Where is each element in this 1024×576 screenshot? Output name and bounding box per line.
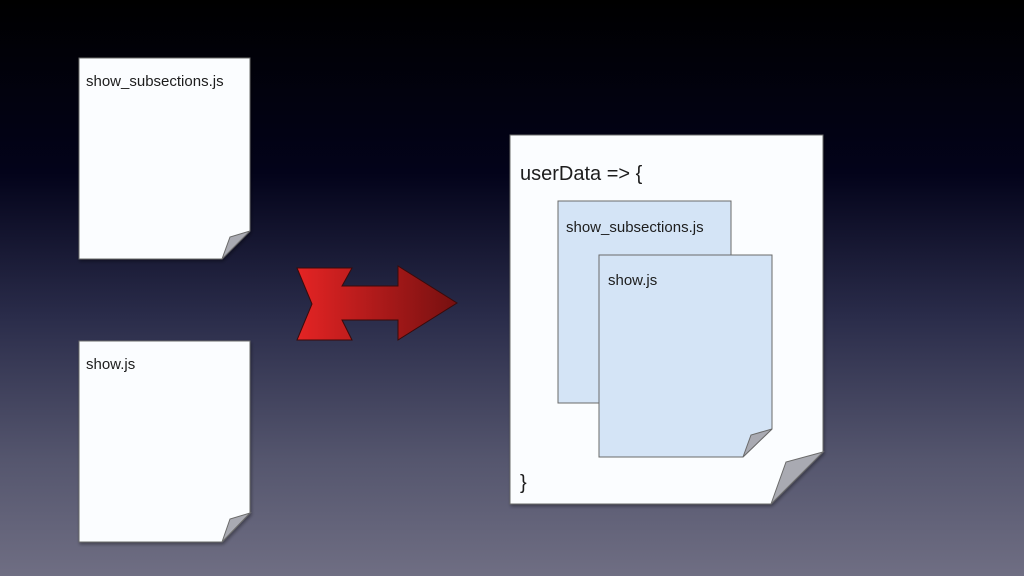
- page-curl-icon: [221, 230, 251, 260]
- inner-doc-title-show-subsections: show_subsections.js: [566, 219, 704, 236]
- doc-title-show: show.js: [86, 356, 136, 373]
- code-close-line: }: [520, 472, 527, 494]
- page-curl-icon: [221, 511, 252, 543]
- right-arrow-icon: [296, 265, 458, 341]
- code-open-line: userData => {: [520, 163, 643, 185]
- inner-doc-title-show: show.js: [608, 272, 658, 289]
- page-curl-icon: [742, 428, 773, 458]
- doc-title-show-subsections: show_subsections.js: [86, 73, 224, 90]
- document-show: [78, 340, 252, 543]
- inner-document-show: [598, 254, 773, 458]
- page-curl-icon: [770, 451, 825, 505]
- document-show-subsections: [78, 57, 251, 260]
